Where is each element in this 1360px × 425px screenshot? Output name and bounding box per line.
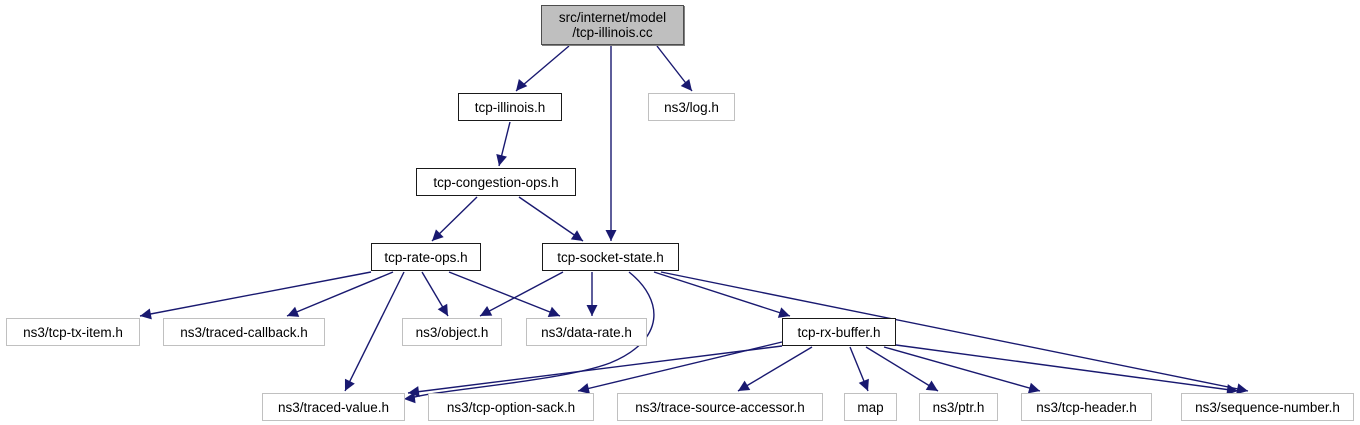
edge-tcp-rate-ops-h-to-ns3-data-rate-h [448,271,561,317]
graph-node-root[interactable]: src/internet/model /tcp-illinois.cc [541,5,684,45]
graph-node-ns3-sequence-number-h[interactable]: ns3/sequence-number.h [1181,393,1354,421]
edge-tcp-rx-buffer-h-to-ns3-ptr-h [865,346,939,392]
graph-node-ns3-traced-callback-h[interactable]: ns3/traced-callback.h [163,318,325,346]
arrowhead-tcp-rx-buffer-h-to-map [858,378,869,391]
graph-node-ns3-object-h[interactable]: ns3/object.h [402,318,502,346]
edge-tcp-congestion-ops-h-to-tcp-socket-state-h [518,196,584,242]
edge-tcp-rate-ops-h-to-ns3-traced-callback-h [286,271,394,317]
arrowhead-root-to-tcp-socket-state-h [605,230,617,241]
edge-tcp-rate-ops-h-to-ns3-traced-value-h [344,271,405,392]
edge-tcp-rx-buffer-h-to-ns3-tcp-header-h [883,346,1041,392]
edge-tcp-rate-ops-h-to-ns3-object-h [421,271,449,317]
graph-node-ns3-tcp-option-sack-h[interactable]: ns3/tcp-option-sack.h [428,393,594,421]
graph-node-tcp-illinois-h[interactable]: tcp-illinois.h [458,93,562,121]
graph-node-ns3-data-rate-h[interactable]: ns3/data-rate.h [526,318,647,346]
edge-tcp-rate-ops-h-to-ns3-tcp-tx-item-h [139,271,372,317]
arrowhead-tcp-rate-ops-h-to-ns3-object-h [437,303,448,316]
graph-node-map[interactable]: map [844,393,897,421]
arrowhead-tcp-socket-state-h-to-ns3-traced-value-h [404,392,416,404]
edge-tcp-rx-buffer-h-to-ns3-trace-source-accessor-h [737,346,813,392]
graph-node-tcp-rate-ops-h[interactable]: tcp-rate-ops.h [371,243,481,271]
edge-tcp-rx-buffer-h-to-ns3-sequence-number-h [895,344,1239,392]
graph-node-ns3-tcp-tx-item-h[interactable]: ns3/tcp-tx-item.h [6,318,140,346]
edge-tcp-socket-state-h-to-tcp-rx-buffer-h [653,271,791,317]
edge-tcp-illinois-h-to-tcp-congestion-ops-h [498,121,511,167]
graph-node-tcp-rx-buffer-h[interactable]: tcp-rx-buffer.h [782,318,896,346]
graph-node-ns3-traced-value-h[interactable]: ns3/traced-value.h [262,393,405,421]
graph-node-ns3-ptr-h[interactable]: ns3/ptr.h [919,393,998,421]
edge-root-to-ns3-log-h [656,45,693,92]
arrowhead-tcp-rate-ops-h-to-ns3-traced-value-h [344,378,355,391]
edge-tcp-rx-buffer-h-to-ns3-tcp-option-sack-h [577,341,783,392]
arrowhead-tcp-socket-state-h-to-ns3-data-rate-h [586,305,598,316]
edge-tcp-socket-state-h-to-ns3-object-h [479,271,564,317]
graph-node-tcp-socket-state-h[interactable]: tcp-socket-state.h [542,243,679,271]
arrowhead-tcp-rx-buffer-h-to-ns3-traced-value-h [408,386,420,398]
arrowhead-tcp-illinois-h-to-tcp-congestion-ops-h [496,154,507,166]
graph-node-tcp-congestion-ops-h[interactable]: tcp-congestion-ops.h [416,168,576,196]
graph-node-ns3-log-h[interactable]: ns3/log.h [648,93,735,121]
edge-tcp-rx-buffer-h-to-map [849,346,869,392]
graph-node-ns3-tcp-header-h[interactable]: ns3/tcp-header.h [1021,393,1152,421]
edge-tcp-congestion-ops-h-to-tcp-rate-ops-h [431,196,478,242]
edge-tcp-socket-state-h-to-ns3-sequence-number-h [660,271,1249,392]
edge-tcp-rx-buffer-h-to-ns3-traced-value-h [407,345,783,394]
arrowhead-tcp-rate-ops-h-to-ns3-tcp-tx-item-h [140,308,152,320]
graph-node-ns3-trace-source-accessor-h[interactable]: ns3/trace-source-accessor.h [617,393,823,421]
edge-root-to-tcp-illinois-h [515,45,570,92]
